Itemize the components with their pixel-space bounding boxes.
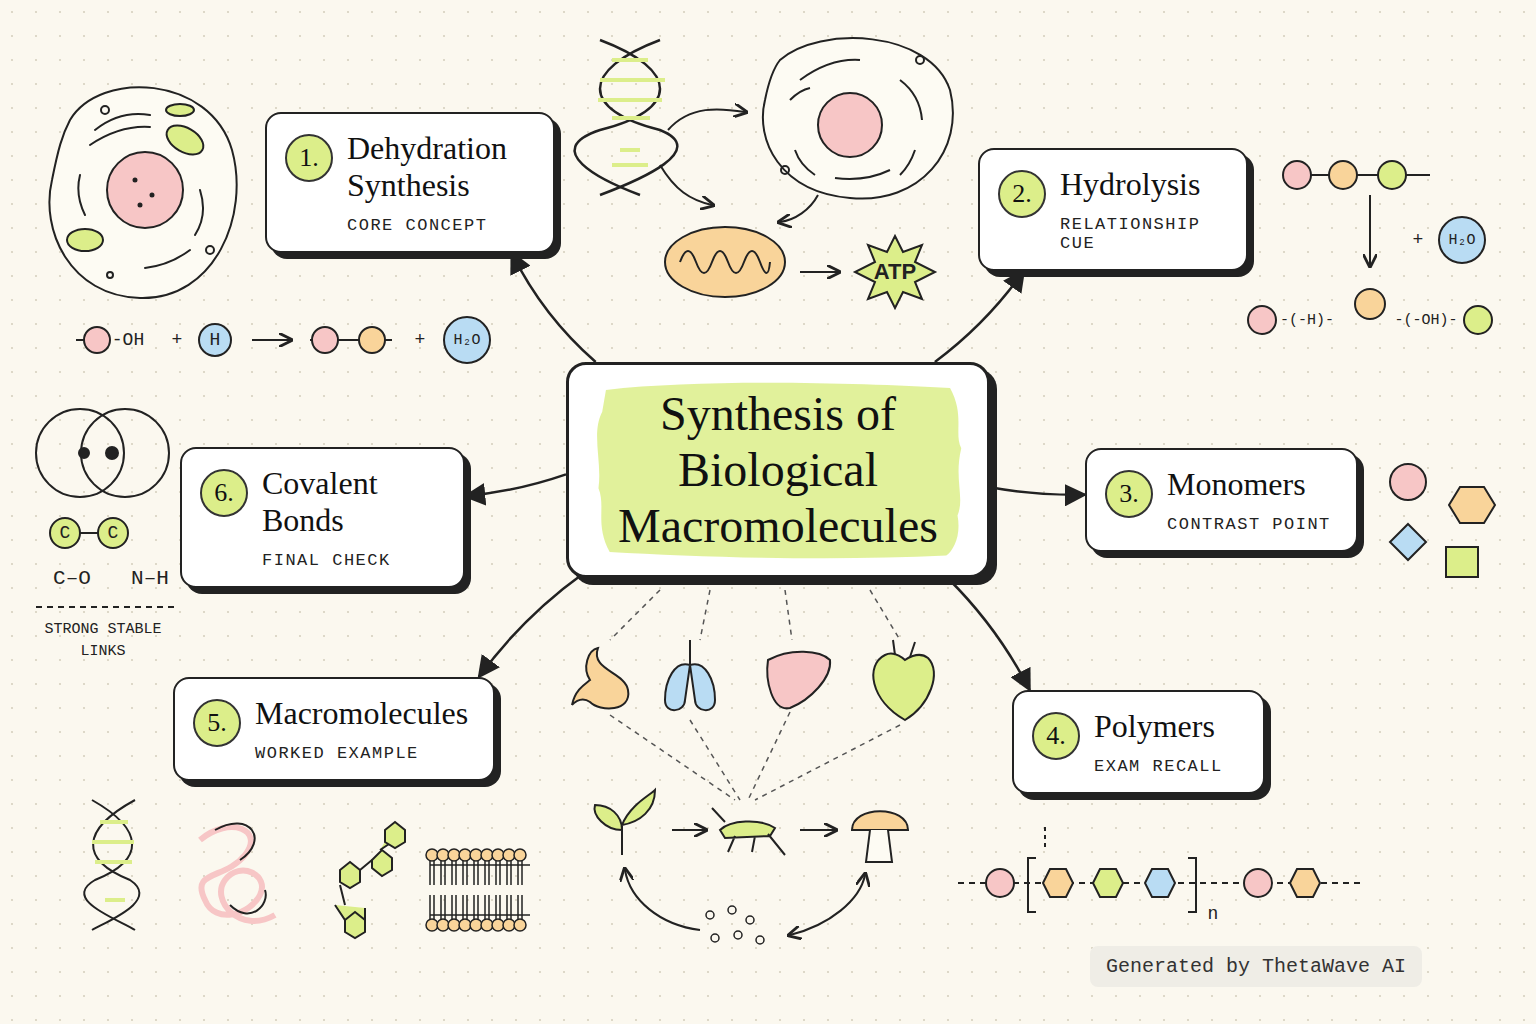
topic-title: Dehydration Synthesis	[347, 130, 531, 204]
cell-top	[763, 38, 953, 198]
topic-title: Covalent Bonds	[262, 465, 441, 539]
lipid-tail	[441, 861, 445, 919]
callout-number: 2.	[998, 170, 1046, 218]
lipid-tail	[474, 861, 478, 919]
covalent-bond-symbol	[36, 409, 178, 607]
lipid-head	[492, 849, 504, 861]
membrane-bilayer	[426, 849, 526, 931]
connector-arrow	[465, 474, 566, 496]
lipid-head	[437, 919, 449, 931]
lipid-tail	[518, 861, 522, 919]
annotation-label: C	[108, 523, 119, 543]
lipid-head	[481, 849, 493, 861]
topic-box: 3. MonomersCONTRAST POINT	[1085, 448, 1358, 552]
topic-tag: CONTRAST POINT	[1167, 515, 1331, 534]
topic-box: 1. Dehydration SynthesisCORE CONCEPT	[265, 112, 555, 253]
lipid-head	[503, 919, 515, 931]
topic-tag: CORE CONCEPT	[347, 216, 531, 235]
lipid-head	[470, 919, 482, 931]
topic-tag: WORKED EXAMPLE	[255, 744, 468, 763]
lipid-head	[426, 919, 438, 931]
lipid-head	[437, 849, 449, 861]
lipid-tail	[485, 861, 489, 919]
text-column: Dehydration SynthesisCORE CONCEPT	[347, 130, 531, 235]
cell-left	[49, 87, 236, 298]
annotation-label: H	[210, 330, 221, 350]
topic-tag: RELATIONSHIP CUE	[1060, 215, 1224, 253]
lipid-tail	[430, 861, 434, 919]
text-column: HydrolysisRELATIONSHIP CUE	[1060, 166, 1224, 253]
annotation-label: H₂O	[1448, 232, 1475, 249]
topic-title: Hydrolysis	[1060, 166, 1224, 203]
mitochondrion	[665, 227, 785, 297]
dehydration-equation	[76, 317, 490, 363]
topic-title: Polymers	[1094, 708, 1223, 745]
central-title: Synthesis of Biological Macromolecules	[593, 386, 963, 554]
organs	[572, 640, 934, 720]
annotation-label: ATP	[874, 259, 916, 285]
atp-burst	[855, 236, 935, 308]
connector-arrow	[935, 271, 1024, 362]
annotation-label: +	[172, 330, 183, 350]
lipid-head	[459, 919, 471, 931]
text-column: PolymersEXAM RECALL	[1094, 708, 1223, 776]
lipid-head	[448, 849, 460, 861]
lipid-tail	[452, 861, 456, 919]
lipid-head	[448, 919, 460, 931]
annotation-label: +	[415, 330, 426, 350]
lipid-head	[481, 919, 493, 931]
topic-tag: EXAM RECALL	[1094, 757, 1223, 776]
topic-box: 2. HydrolysisRELATIONSHIP CUE	[978, 148, 1248, 271]
connector-arrow	[990, 487, 1085, 495]
connector-arrow	[948, 578, 1030, 690]
lipid-head	[514, 849, 526, 861]
monomer-shapes	[1390, 464, 1495, 577]
dna-helix-top	[575, 40, 678, 195]
central-topic-box: Synthesis of Biological Macromolecules	[566, 362, 990, 578]
annotation-label: -OH	[112, 330, 144, 350]
text-column: MonomersCONTRAST POINT	[1167, 466, 1331, 534]
hydrolysis-chain	[1248, 161, 1492, 334]
callout-number: 3.	[1105, 470, 1153, 518]
topic-box: 4. PolymersEXAM RECALL	[1012, 690, 1265, 794]
topic-title: Monomers	[1167, 466, 1331, 503]
lipid-head	[514, 919, 526, 931]
food-chain	[595, 790, 908, 944]
polymer-chain	[958, 827, 1365, 912]
lipid-tail	[507, 861, 511, 919]
organ-leaders	[610, 590, 900, 800]
annotation-label: H₂O	[453, 332, 480, 349]
topic-box: 5. MacromoleculesWORKED EXAMPLE	[173, 677, 495, 781]
lipid-head	[426, 849, 438, 861]
annotation-label: -(-OH)-	[1394, 312, 1457, 329]
topic-tag: FINAL CHECK	[262, 551, 441, 570]
callout-number: 5.	[193, 699, 241, 747]
lipid-tail	[463, 861, 467, 919]
callout-number: 4.	[1032, 712, 1080, 760]
lipid-tail	[496, 861, 500, 919]
macromolecule-icons	[84, 800, 530, 938]
lipid-head	[492, 919, 504, 931]
annotation-label: STRONG STABLE LINKS	[33, 619, 173, 663]
lipid-head	[503, 849, 515, 861]
annotation-label: N–H	[131, 567, 169, 590]
topic-box: 6. Covalent BondsFINAL CHECK	[180, 447, 465, 588]
annotation-label: Generated by ThetaWave AI	[1090, 946, 1422, 987]
annotation-label: +	[1413, 230, 1424, 250]
text-column: MacromoleculesWORKED EXAMPLE	[255, 695, 468, 763]
text-column: Covalent BondsFINAL CHECK	[262, 465, 441, 570]
connector-arrow	[479, 574, 583, 677]
callout-number: 6.	[200, 469, 248, 517]
topic-title: Macromolecules	[255, 695, 468, 732]
lipid-head	[459, 849, 471, 861]
annotation-label: -(-H)-	[1280, 312, 1334, 329]
callout-number: 1.	[285, 134, 333, 182]
connector-arrow	[512, 253, 596, 362]
annotation-label: C	[60, 523, 71, 543]
annotation-label: C–O	[53, 567, 91, 590]
annotation-label: n	[1208, 904, 1219, 924]
lipid-head	[470, 849, 482, 861]
